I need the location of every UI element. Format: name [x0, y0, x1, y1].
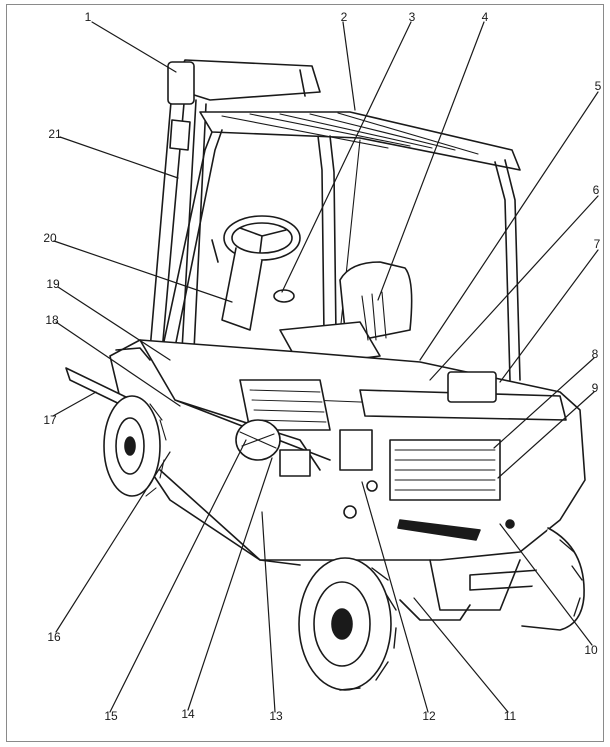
callout-16: 16 [47, 630, 61, 644]
callout-1: 1 [84, 10, 92, 24]
callout-2: 2 [340, 10, 348, 24]
callout-18: 18 [45, 313, 59, 327]
leader-lines [52, 21, 599, 713]
operator-seat [279, 261, 413, 367]
callout-3: 3 [408, 10, 416, 24]
callout-6: 6 [592, 183, 600, 197]
callout-5: 5 [594, 79, 602, 93]
callout-7: 7 [593, 237, 601, 251]
callout-19: 19 [46, 277, 60, 291]
callout-21: 21 [48, 127, 62, 141]
mast [149, 59, 321, 353]
callout-15: 15 [104, 709, 118, 723]
callout-11: 11 [503, 709, 517, 723]
rear-wheel [298, 557, 397, 691]
callout-10: 10 [584, 643, 598, 657]
callout-14: 14 [181, 707, 195, 721]
callout-9: 9 [591, 381, 599, 395]
callout-17: 17 [43, 413, 57, 427]
steering-assembly [211, 215, 301, 331]
far-rear-wheel [521, 527, 585, 631]
callout-13: 13 [269, 709, 283, 723]
callout-4: 4 [481, 10, 489, 24]
callout-12: 12 [422, 709, 436, 723]
callout-8: 8 [591, 347, 599, 361]
front-wheel [103, 395, 167, 497]
callout-20: 20 [43, 231, 57, 245]
engine-components [235, 419, 515, 529]
